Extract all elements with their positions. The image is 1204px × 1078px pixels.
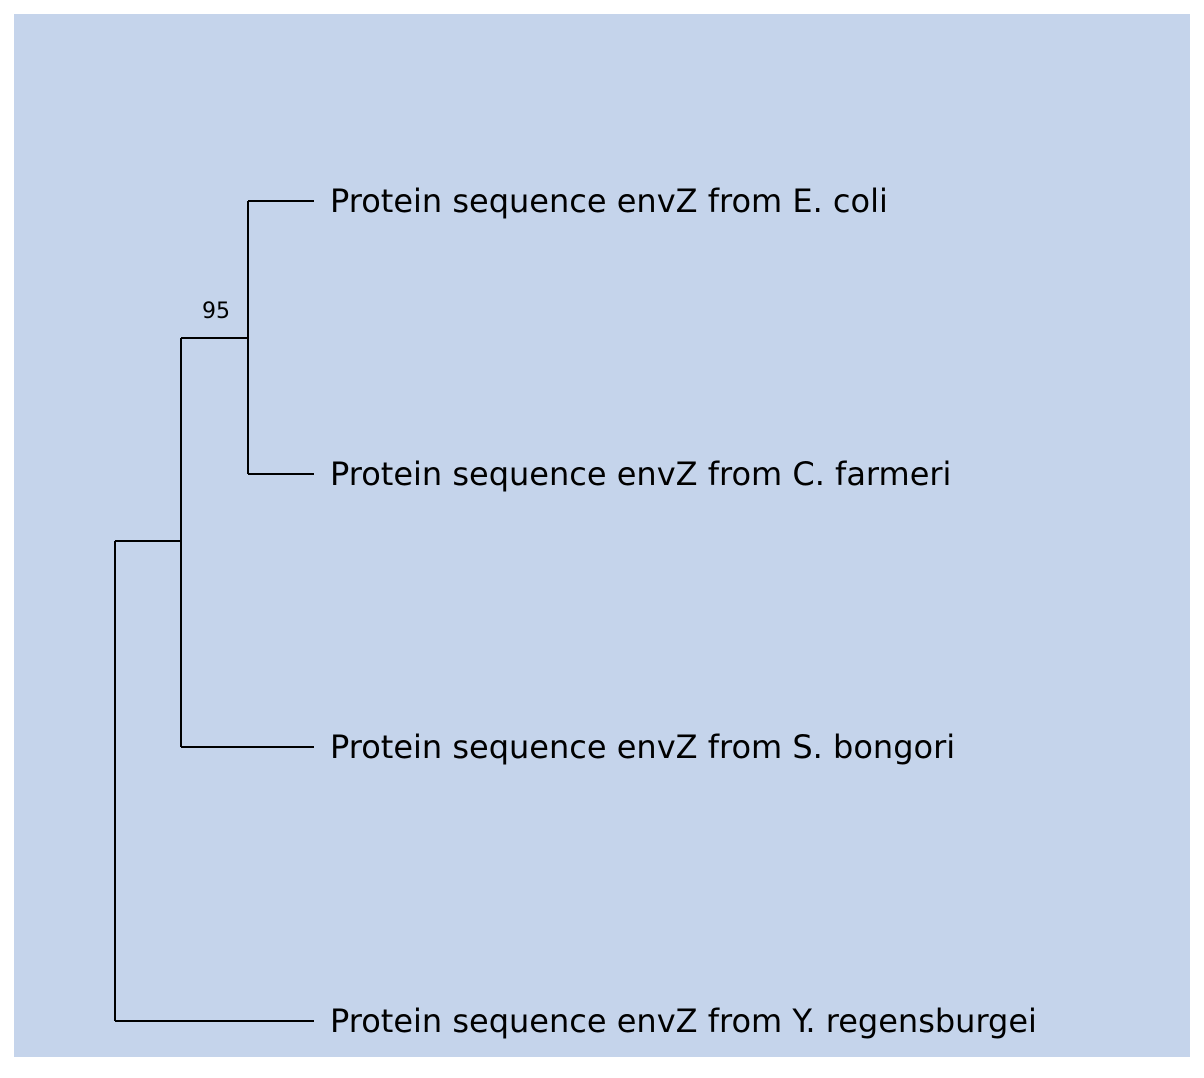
tree-panel: 95 Protein sequence envZ from E. coli Pr… [14,14,1190,1057]
bootstrap-support-label: 95 [202,299,230,324]
leaf-label-yregensburgei: Protein sequence envZ from Y. regensburg… [330,1002,1037,1040]
phylogenetic-tree [114,200,314,1022]
leaf-label-sbongori: Protein sequence envZ from S. bongori [330,728,956,766]
leaf-label-ecoli: Protein sequence envZ from E. coli [330,182,888,220]
leaf-label-cfarmeri: Protein sequence envZ from C. farmeri [330,455,952,493]
